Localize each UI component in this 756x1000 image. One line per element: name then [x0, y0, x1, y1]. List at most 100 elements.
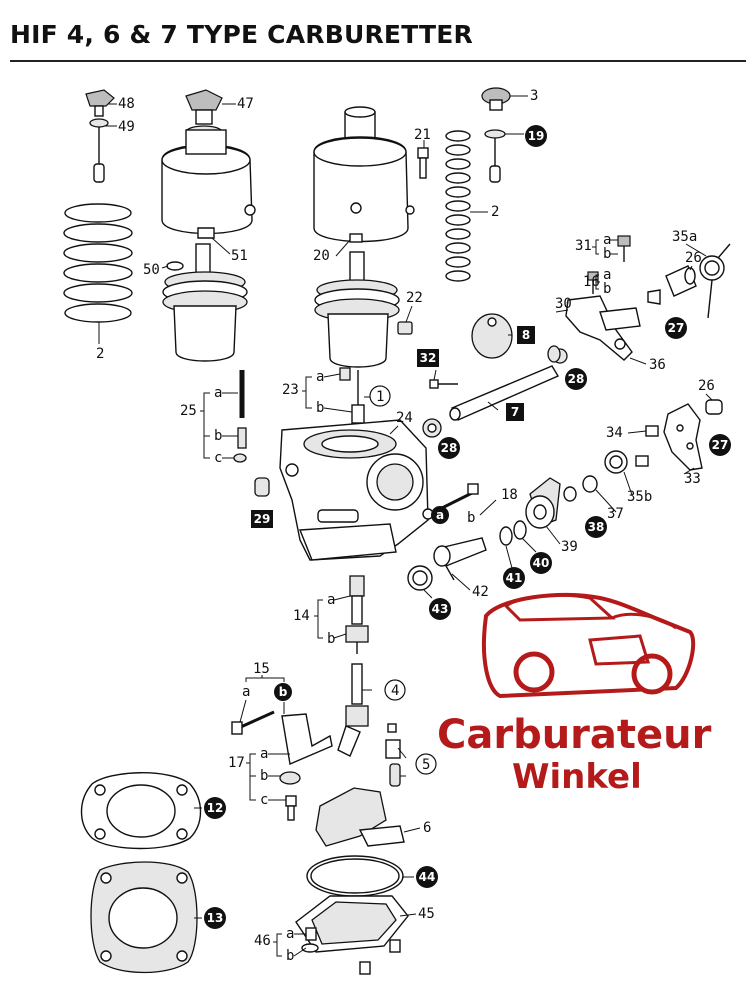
open-circle-5: [415, 753, 437, 775]
callout-bubble-38: 38: [585, 516, 607, 538]
spring-35a: [699, 243, 731, 319]
lever-30-36: [565, 295, 641, 361]
callout-label-22: 22: [406, 290, 423, 306]
callout-label-49: 49: [118, 119, 135, 135]
callout-label-31b: b: [603, 246, 611, 262]
body-24: [279, 419, 429, 561]
callout-bubble-43: 43: [429, 598, 451, 620]
callout-label-31a: a: [603, 232, 611, 248]
callout-label-51: 51: [231, 248, 248, 264]
callout-bubble-40: 40: [530, 552, 552, 574]
callout-label-26a: 26: [685, 250, 702, 266]
callout-label-23b: b: [316, 400, 324, 416]
callout-label-23a: a: [316, 369, 324, 385]
washer-28a: [547, 345, 561, 363]
callout-label-33: 33: [684, 471, 701, 487]
washers-37-38: [563, 475, 598, 502]
callout-label-15: 15: [253, 661, 270, 677]
callout-bubble-text-13: 13: [207, 911, 224, 925]
callout-label-37: 37: [607, 506, 624, 522]
callout-bubble-text-b15: b: [279, 685, 288, 699]
callout-square-32: 32: [417, 349, 439, 367]
spring-35b: [604, 425, 659, 474]
washer-28b: [422, 418, 442, 438]
callout-label-35b: 35b: [627, 489, 652, 505]
callout-label-14: 14: [293, 608, 310, 624]
callout-label-25b: b: [214, 428, 222, 444]
callout-square-8: 8: [517, 326, 535, 344]
callout-bubble-41: 41: [503, 567, 525, 589]
jet-14: [345, 575, 369, 654]
callout-label-18: 18: [501, 487, 518, 503]
callout-label-50: 50: [143, 262, 160, 278]
callout-bubble-27b: 27: [709, 434, 731, 456]
callout-bubble-12: 12: [204, 797, 226, 819]
callout-label-25a: a: [214, 385, 222, 401]
open-circle-4: [384, 679, 406, 701]
float-6: [315, 787, 405, 847]
callout-bubble-text-41: 41: [506, 571, 523, 585]
bracket-15: [231, 710, 333, 765]
callout-label-5: 5: [422, 757, 430, 773]
gasket-44: [306, 855, 404, 897]
callout-bubble-a18: a: [431, 506, 449, 524]
dome-20: [313, 106, 415, 243]
callout-label-2b: 2: [96, 346, 104, 362]
callout-bubble-b15: b: [274, 683, 292, 701]
needle-1: [339, 367, 365, 432]
callout-bubble-27a: 27: [665, 317, 687, 339]
callout-bubble-text-27b: 27: [712, 438, 729, 452]
callout-label-34: 34: [606, 425, 623, 441]
callout-label-20: 20: [313, 248, 330, 264]
callout-label-24: 24: [396, 410, 413, 426]
needle-25: [233, 370, 247, 463]
gasket-12: [80, 772, 202, 850]
spring-2-center: [445, 130, 471, 282]
callout-label-25: 25: [180, 403, 197, 419]
carburateur-winkel-logo: Carburateur Winkel: [437, 592, 712, 797]
callout-label-46a: a: [286, 926, 294, 942]
callout-label-46b: b: [286, 948, 294, 964]
callout-label-23: 23: [282, 382, 299, 398]
gasket-13: [90, 861, 198, 974]
callout-square-text-7: 7: [511, 405, 519, 419]
callout-label-14a: a: [327, 592, 335, 608]
callout-bubble-text-19: 19: [528, 129, 545, 143]
callout-square-text-29: 29: [254, 512, 271, 526]
valve-5: [385, 723, 401, 787]
leader-lines: [98, 95, 713, 957]
cam-33: [663, 403, 703, 471]
callout-square-7: 7: [506, 403, 524, 421]
callout-bubble-text-a18: a: [436, 508, 444, 522]
callout-label-25c: c: [214, 450, 222, 466]
screws-31-16: [587, 235, 631, 294]
bush-26-top: [665, 265, 697, 297]
callout-bubble-44: 44: [416, 866, 438, 888]
callout-label-48: 48: [118, 96, 135, 112]
callout-label-16a: a: [603, 267, 611, 283]
callout-label-21: 21: [414, 127, 431, 143]
callout-label-36: 36: [649, 357, 666, 373]
callout-label-47: 47: [237, 96, 254, 112]
piston-left: [162, 243, 248, 362]
spindle-39: [525, 477, 561, 529]
callout-label-2a: 2: [491, 204, 499, 220]
callout-bubble-text-43: 43: [432, 602, 449, 616]
callout-bubble-19: 19: [525, 125, 547, 147]
dome-47: [161, 89, 256, 239]
callout-label-26b: 26: [698, 378, 715, 394]
screws-46: [301, 927, 401, 975]
callout-label-1: 1: [376, 389, 384, 405]
shaft-42: [433, 537, 487, 581]
callout-label-31: 31: [575, 238, 592, 254]
callout-square-text-32: 32: [420, 351, 437, 365]
float-chamber-45: [295, 895, 409, 953]
washer-27a: [647, 289, 661, 305]
callout-label-42: 42: [472, 584, 489, 600]
bush-26-right: [705, 399, 723, 415]
callout-label-15a: a: [242, 684, 250, 700]
jet-22: [397, 321, 413, 335]
